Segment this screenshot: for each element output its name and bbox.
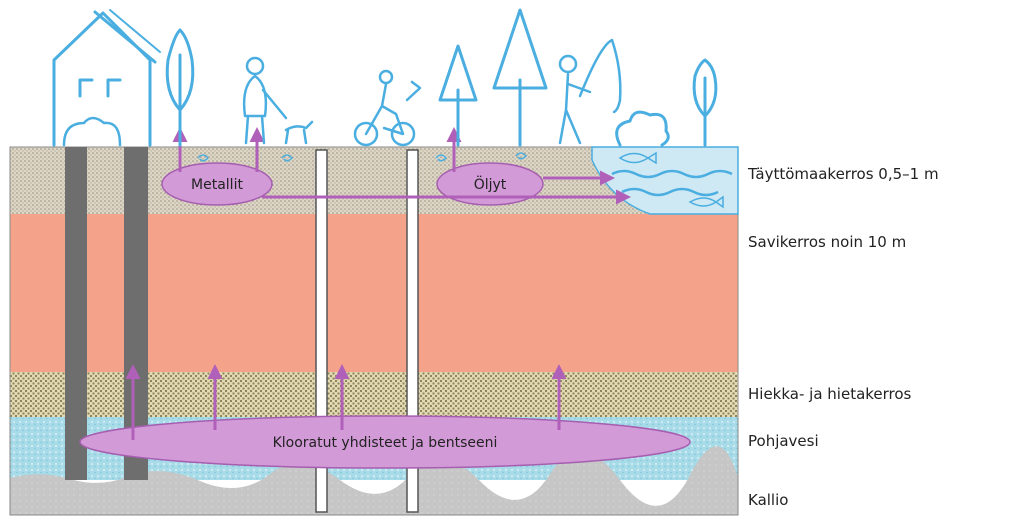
cyclist-icon [353,69,422,147]
sand-layer-label: Hiekka- ja hietakerros [748,385,912,403]
diagram-frame [9,146,739,516]
tree-icon [692,58,718,147]
oils-label: Öljyt [474,175,507,193]
bedrock-layer [10,446,738,515]
bush-icon [615,110,670,147]
vapor-swirl-icons [197,152,528,162]
woman-with-dog-icon [242,56,314,145]
observation-well [315,149,328,513]
foundation-pile [124,147,148,480]
migration-arrows [125,127,631,440]
angler-icon [558,38,622,145]
foundation-pile [65,147,87,480]
chlorinated-label: Klooratut yhdisteet ja bentseeni [273,435,498,451]
fish-icon [618,151,724,209]
groundwater-layer-label: Pohjavesi [748,432,819,450]
observation-well [406,149,419,513]
tree-icon [165,28,195,147]
metals-label: Metallit [191,177,243,193]
fill-layer-label: Täyttömaakerros 0,5–1 m [748,165,939,183]
metals-blob [161,162,273,206]
bedrock-layer-label: Kallio [748,491,789,509]
clay-layer [10,214,738,372]
oils-blob [436,162,544,206]
clay-layer-label: Savikerros noin 10 m [748,233,907,251]
surface-illustration [52,8,718,147]
chlorinated-plume [79,415,691,469]
sand-layer [10,372,738,417]
house-icon [52,9,161,147]
fir-tree-icon [438,8,548,147]
